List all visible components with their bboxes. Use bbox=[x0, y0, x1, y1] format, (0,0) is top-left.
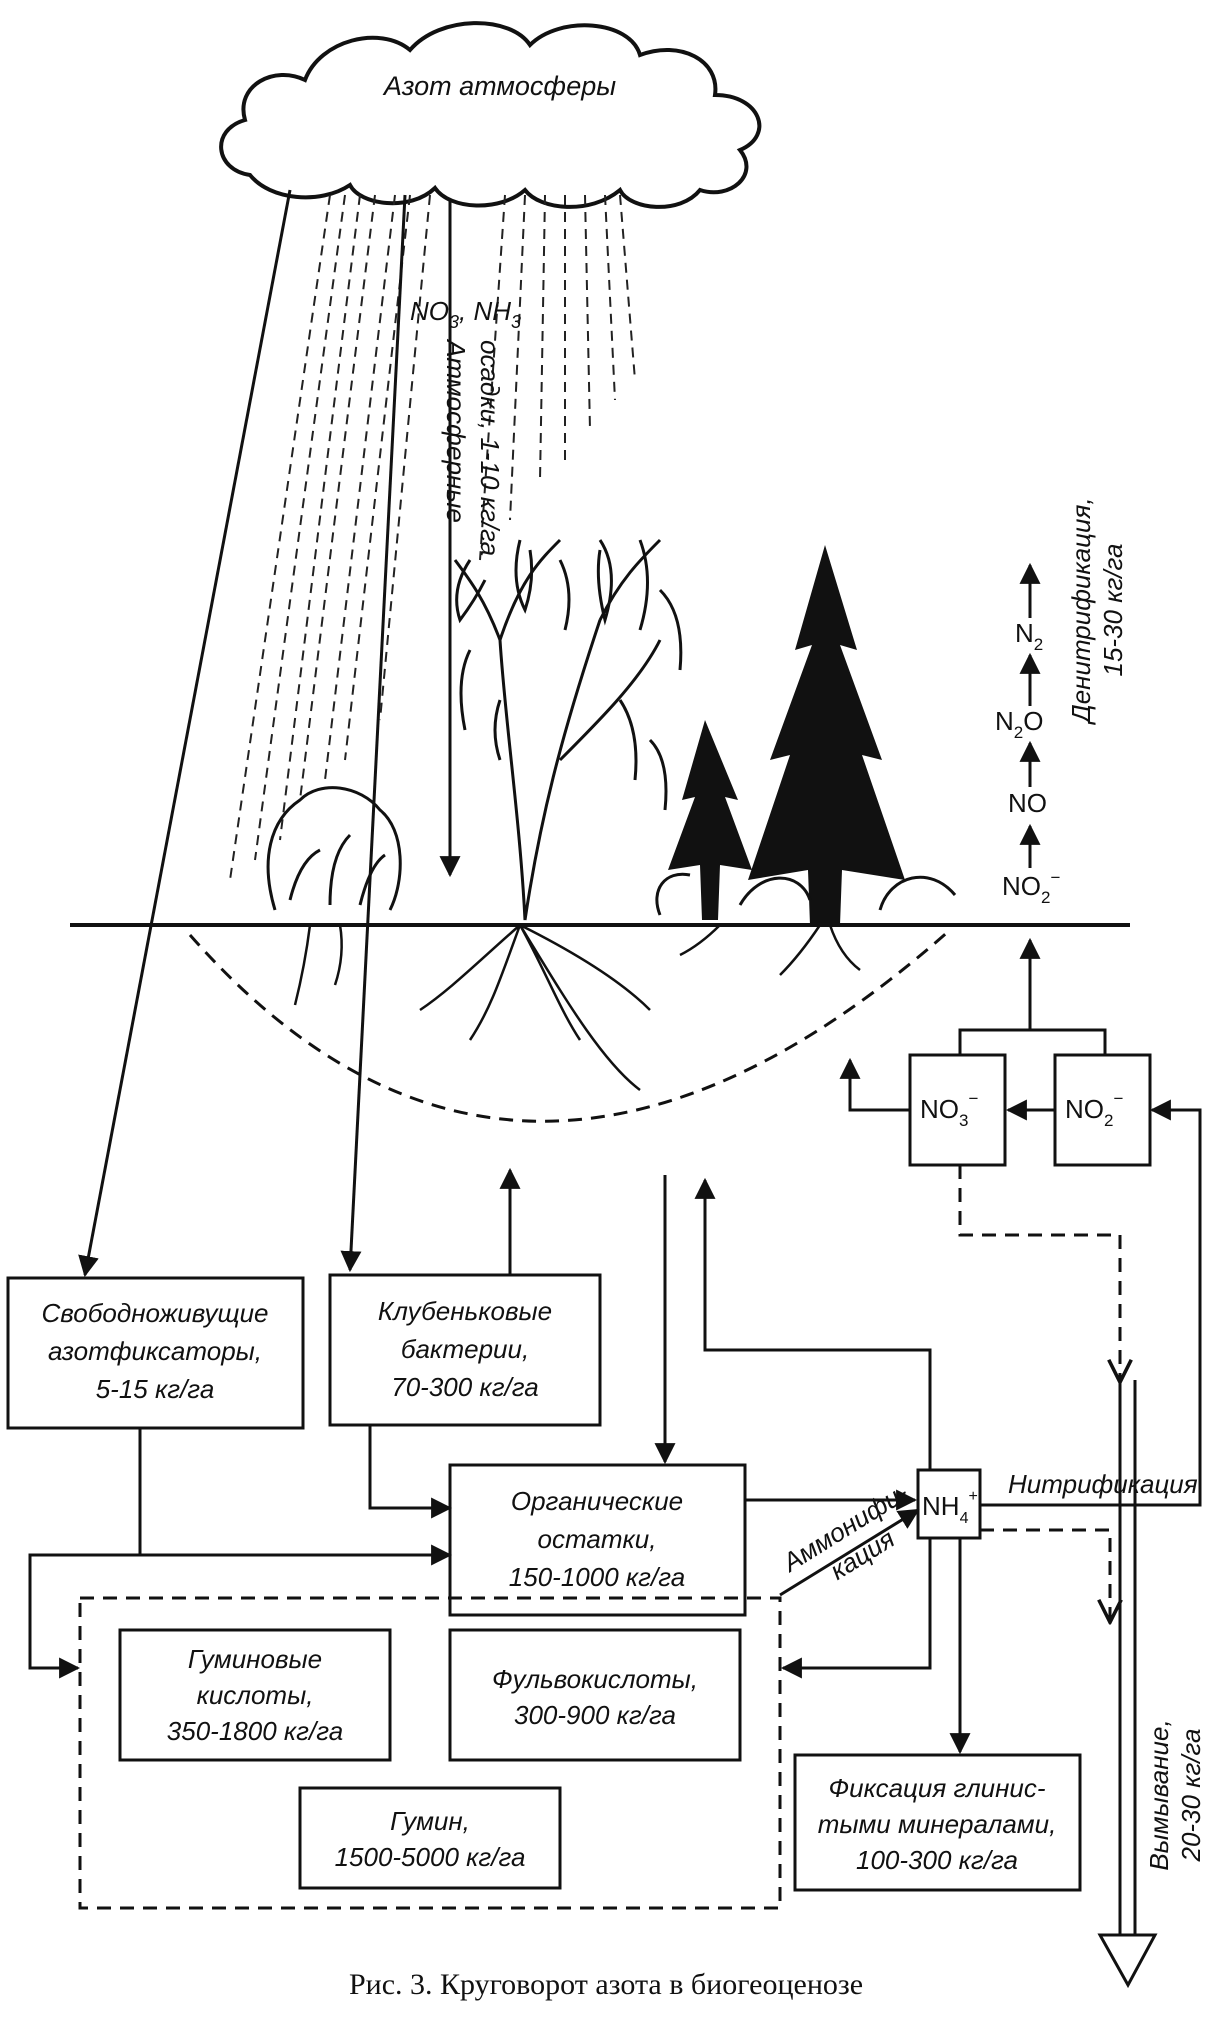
birch-tree bbox=[453, 538, 683, 921]
organic-residues-line3: 150-1000 кг/га bbox=[509, 1562, 685, 1592]
arrow-ammonium-to-plants bbox=[694, 1177, 932, 1470]
svg-text:N2: N2 bbox=[1015, 618, 1043, 654]
svg-text:NO: NO bbox=[1008, 788, 1047, 818]
nitrate-label: NO3− bbox=[920, 1089, 978, 1130]
svg-text:N2O: N2O bbox=[995, 706, 1043, 742]
leaching-label: Вымывание, 20-30 кг/га bbox=[1144, 1719, 1206, 1870]
svg-text:осадки, 1-10 кг/га: осадки, 1-10 кг/га bbox=[475, 340, 505, 556]
spruce-tree-large bbox=[748, 545, 905, 925]
arrow-nodule-to-residues bbox=[368, 1425, 453, 1519]
nodule-bacteria-line1: Клубеньковые bbox=[378, 1296, 552, 1326]
denitrification-label: Денитрификация, 15-30 кг/га bbox=[1066, 497, 1128, 725]
humin-box bbox=[298, 1786, 562, 1890]
soil-zone-boundary bbox=[188, 928, 951, 1123]
precipitation-formula: NO3, NH3 bbox=[410, 296, 521, 332]
ammonium-box bbox=[916, 1468, 982, 1540]
fulvic-acids-line1: Фульвокислоты, bbox=[492, 1664, 698, 1694]
leaching-from-ammonium bbox=[980, 1528, 1110, 1620]
clay-fixation-line3: 100-300 кг/га bbox=[856, 1845, 1018, 1875]
nodule-bacteria-line3: 70-300 кг/га bbox=[391, 1372, 539, 1402]
nitrite-label: NO2− bbox=[1065, 1089, 1123, 1130]
svg-text:NO2−: NO2− bbox=[1002, 868, 1060, 907]
arrow-free-fixers-to-residues bbox=[138, 1428, 453, 1566]
shrubs bbox=[266, 786, 957, 916]
arrow-to-nodule-bacteria bbox=[340, 194, 407, 1273]
spruce-tree-small bbox=[668, 720, 752, 920]
svg-text:NO3, NH3: NO3, NH3 bbox=[410, 296, 521, 332]
clay-fixation-box bbox=[793, 1753, 1082, 1892]
organic-residues-box bbox=[448, 1463, 747, 1617]
cloud: Азот атмосферы bbox=[219, 21, 762, 209]
figure-caption: Рис. 3. Круговорот азота в биогеоценозе bbox=[348, 1968, 864, 2001]
arrow-nitrate-to-plants bbox=[839, 1057, 910, 1112]
humic-acids-line2: кислоты, bbox=[197, 1680, 314, 1710]
svg-text:15-30 кг/га: 15-30 кг/га bbox=[1098, 543, 1128, 676]
leaching-from-nitrate bbox=[958, 1165, 1120, 1380]
bracket-nitrate-nitrite bbox=[958, 1028, 1107, 1055]
ammonium-label: NH4+ bbox=[922, 1488, 978, 1527]
humus-frame bbox=[78, 1596, 782, 1910]
arrow-ammonium-to-humus bbox=[780, 1538, 932, 1679]
denitrification-chain: NO2− NO N2O N2 bbox=[995, 562, 1060, 907]
humic-acids-line3: 350-1800 кг/га bbox=[167, 1716, 343, 1746]
fulvic-acids-box bbox=[448, 1628, 742, 1762]
arrow-to-free-fixers bbox=[78, 189, 292, 1278]
arrow-residues-to-humus bbox=[28, 1553, 450, 1679]
humic-acids-line1: Гуминовые bbox=[188, 1644, 322, 1674]
free-fixers-box bbox=[6, 1276, 305, 1430]
organic-residues-line2: остатки, bbox=[538, 1524, 657, 1554]
nodule-bacteria-box bbox=[328, 1273, 602, 1427]
svg-text:20-30 кг/га: 20-30 кг/га bbox=[1176, 1728, 1206, 1862]
svg-text:Вымывание,: Вымывание, bbox=[1144, 1719, 1174, 1870]
free-fixers-line3: 5-15 кг/га bbox=[96, 1374, 215, 1404]
nitrite-box bbox=[1053, 1053, 1152, 1167]
nodule-bacteria-line2: бактерии, bbox=[401, 1334, 529, 1364]
leaching-arrow bbox=[1097, 1380, 1158, 1989]
ammonification-label: Аммонифи- кация bbox=[776, 1477, 914, 1586]
clay-fixation-line2: тыми минералами, bbox=[818, 1809, 1057, 1839]
svg-text:Атмосферные: Атмосферные bbox=[441, 338, 471, 523]
precipitation-label: Атмосферные осадки, 1-10 кг/га bbox=[441, 338, 505, 556]
free-fixers-line2: азотфиксаторы, bbox=[48, 1336, 262, 1366]
humin-line1: Гумин, bbox=[390, 1806, 470, 1836]
fulvic-acids-line2: 300-900 кг/га bbox=[514, 1700, 676, 1730]
cloud-label: Азот атмосферы bbox=[382, 71, 616, 101]
clay-fixation-line1: Фиксация глинис- bbox=[828, 1773, 1045, 1803]
organic-residues-line1: Органические bbox=[511, 1486, 683, 1516]
humin-line2: 1500-5000 кг/га bbox=[335, 1842, 526, 1872]
free-fixers-line1: Свободноживущие bbox=[42, 1298, 269, 1328]
svg-text:Денитрификация,: Денитрификация, bbox=[1066, 497, 1096, 725]
arrow-nitrification bbox=[980, 1099, 1202, 1507]
nitrification-label: Нитрификация bbox=[1008, 1469, 1198, 1499]
humic-acids-box bbox=[118, 1628, 392, 1762]
ammonification-arrow bbox=[779, 1508, 920, 1597]
roots bbox=[293, 923, 861, 1091]
